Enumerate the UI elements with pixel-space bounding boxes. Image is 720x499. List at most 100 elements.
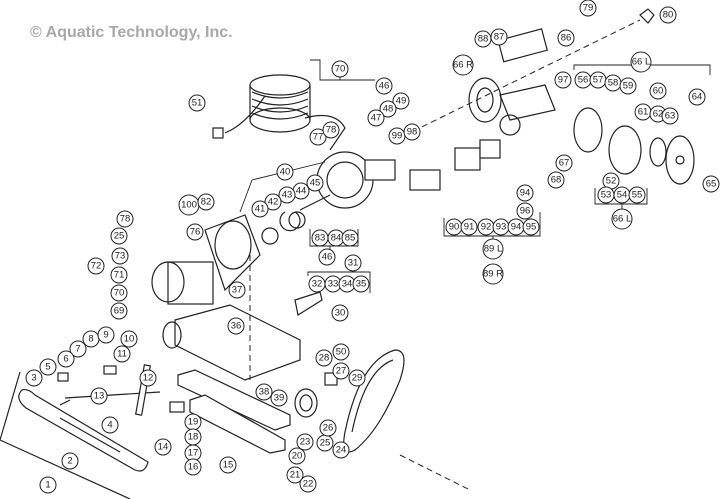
callout-number: 99 [392,131,403,142]
callout-number: 51 [192,98,203,109]
callout-circle [227,317,245,335]
callout-circle [154,438,172,456]
callout-circle [332,343,350,361]
part-callout: 43 [278,186,296,204]
callout-number: 10 [124,334,135,345]
callout-number: 53 [601,190,612,201]
part-callout: 47 [367,109,385,127]
callout-number: 72 [91,261,102,272]
part-callout: 69 [110,302,128,320]
callout-circle [251,200,269,218]
callout-number: 39 [274,393,285,404]
callout-circle [490,28,508,46]
callout-number: 61 [638,107,649,118]
callout-circle [296,433,314,451]
part-callout: 63 [661,107,679,125]
callout-number: 20 [292,451,303,462]
callout-circle [61,452,79,470]
callout-circle [306,174,324,192]
callout-circle [649,82,667,100]
callout-circle [611,208,633,230]
part-callout: 70 [331,60,349,78]
part-callout: 7 [69,340,87,358]
callout-circle [270,389,288,407]
callout-number: 16 [188,462,199,473]
callout-circle [315,349,333,367]
part-callout: 35 [352,275,370,293]
part-callout: 13 [90,387,108,405]
part-callout: 10 [120,330,138,348]
part-callout: 67 [555,154,573,172]
callout-circle [702,175,720,193]
callout-number: 69 [114,306,125,317]
part-callout: 66 L [611,208,633,230]
copyright-watermark: © Aquatic Technology, Inc. [30,24,233,41]
part-callout: 51 [188,94,206,112]
part-callout: 91 [460,218,478,236]
callout-number: 18 [188,432,199,443]
callout-number: 62 [653,109,664,120]
part-callout: 8 [82,330,100,348]
callout-number: 94 [520,188,531,199]
callout-circle [344,254,362,272]
callout-number: 67 [559,158,570,169]
callout-number: 97 [558,75,569,86]
callout-circle [278,186,296,204]
part-callout: 46 [375,77,393,95]
callout-circle [332,441,350,459]
hub-assembly [454,8,695,185]
callout-number: 30 [335,308,346,319]
part-callout: 77 [309,128,327,146]
part-callout: 85 [341,229,359,247]
callout-circle [452,54,474,76]
callout-circle [619,77,637,95]
callout-circle [522,218,540,236]
callout-number: 17 [188,448,199,459]
assembly-axis [399,454,471,491]
part-callout: 28 [315,349,333,367]
callout-number: 4 [107,420,112,431]
callout-number: 64 [692,92,703,103]
part-callout: 30 [331,304,349,322]
callout-number: 28 [319,353,330,364]
part-callout: 26 [319,419,337,437]
callout-circle [482,263,504,285]
callout-circle [379,100,397,118]
callout-number: 55 [632,190,643,201]
part-callout: 2 [61,452,79,470]
part-callout: 96 [516,202,534,220]
part-callout: 6 [57,350,75,368]
callout-circle [110,266,128,284]
callout-circle [110,284,128,302]
callout-number: 21 [290,470,301,481]
part-callout: 68 [547,171,565,189]
callout-number: 66 R [453,60,473,71]
callout-number: 45 [310,178,321,189]
callout-circle [110,302,128,320]
callout-number: 38 [259,387,270,398]
part-callout: 64 [688,88,706,106]
part-callout: 1 [39,476,57,494]
callout-number: 37 [232,285,243,296]
part-callout: 94 [507,218,525,236]
callout-number: 77 [313,132,324,143]
callout-number: 41 [255,204,266,215]
callout-number: 95 [526,222,537,233]
callout-circle [554,71,572,89]
part-callout: 78 [322,121,340,139]
part-callout: 89 L [482,238,504,260]
part-callout: 93 [492,218,510,236]
callout-number: 71 [114,270,125,281]
callout-number: 2 [67,456,72,467]
part-callout: 79 [579,0,597,17]
callout-number: 89 R [483,269,503,280]
callout-circle [322,121,340,139]
part-callout: 71 [110,266,128,284]
callout-circle [375,77,393,95]
assembly-axis [394,19,641,141]
part-callout: 92 [477,218,495,236]
callout-number: 60 [653,86,664,97]
callout-circle [90,387,108,405]
